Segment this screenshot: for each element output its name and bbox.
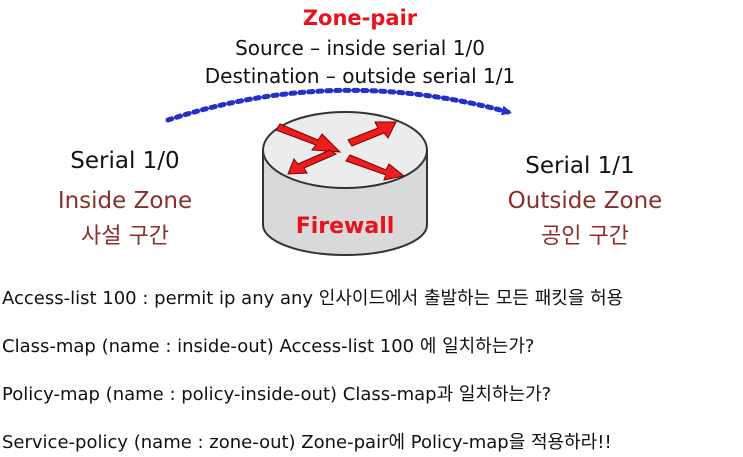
right-serial-label: Serial 1/1 bbox=[525, 153, 635, 179]
outside-zone-label: Outside Zone bbox=[507, 188, 663, 214]
router-label: Firewall bbox=[296, 214, 395, 239]
dotted-arrow-icon bbox=[165, 87, 512, 123]
zone-pair-source: Source – inside serial 1/0 bbox=[235, 36, 485, 60]
rule-access-list: Access-list 100 : permit ip any any 인사이드… bbox=[2, 288, 624, 309]
inside-zone-label: Inside Zone bbox=[57, 188, 193, 214]
zone-pair-title: Zone-pair bbox=[302, 6, 418, 30]
inside-zone-sublabel: 사설 구간 bbox=[81, 224, 169, 249]
rule-class-map: Class-map (name : inside-out) Access-lis… bbox=[2, 336, 535, 357]
left-serial-label: Serial 1/0 bbox=[70, 148, 180, 174]
zone-pair-destination: Destination – outside serial 1/1 bbox=[204, 64, 516, 88]
outside-zone-sublabel: 공인 구간 bbox=[541, 224, 629, 249]
rule-policy-map: Policy-map (name : policy-inside-out) Cl… bbox=[2, 384, 552, 405]
rule-service-policy: Service-policy (name : zone-out) Zone-pa… bbox=[2, 432, 612, 453]
router-icon bbox=[262, 111, 428, 256]
